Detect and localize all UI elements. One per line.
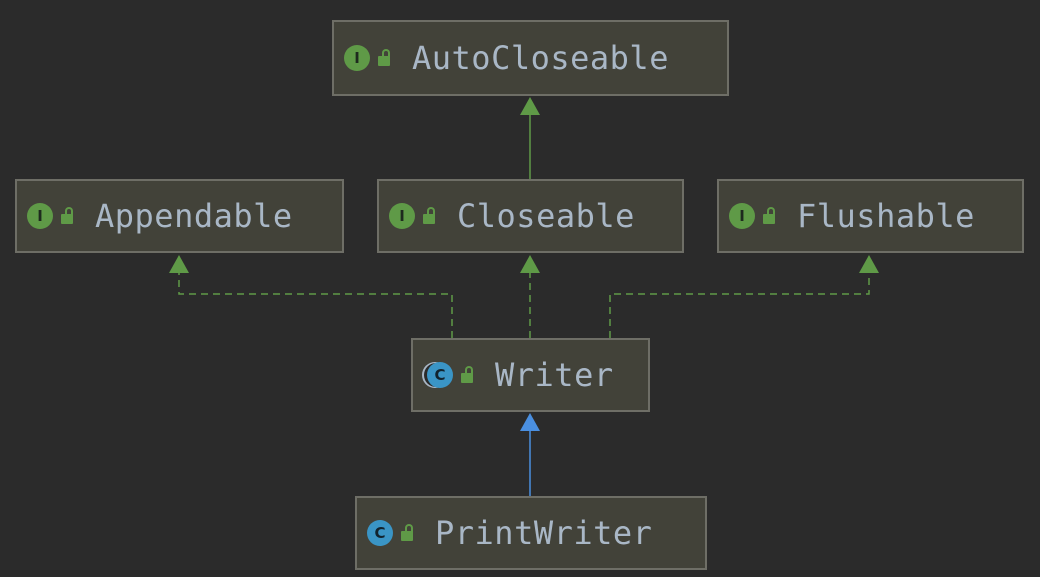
- edge-writer-implements-flushable: [609, 255, 879, 338]
- node-writer[interactable]: C Writer: [411, 338, 650, 412]
- public-lock-icon: [378, 49, 392, 67]
- abstract-class-icon: C: [427, 362, 453, 388]
- edge-writer-implements-appendable: [169, 255, 453, 338]
- public-lock-icon: [763, 207, 777, 225]
- public-lock-icon: [423, 207, 437, 225]
- node-label: Appendable: [95, 197, 293, 235]
- node-autocloseable[interactable]: I AutoCloseable: [332, 20, 729, 96]
- node-label: Flushable: [797, 197, 975, 235]
- edge-writer-implements-closeable: [520, 255, 540, 338]
- node-flushable[interactable]: I Flushable: [717, 179, 1024, 253]
- node-label: AutoCloseable: [412, 39, 669, 77]
- interface-icon: I: [344, 45, 370, 71]
- class-icon: C: [367, 520, 393, 546]
- public-lock-icon: [461, 366, 475, 384]
- edge-closeable-extends-autocloseable: [520, 97, 540, 179]
- node-printwriter[interactable]: C PrintWriter: [355, 496, 707, 570]
- interface-icon: I: [389, 203, 415, 229]
- public-lock-icon: [61, 207, 75, 225]
- public-lock-icon: [401, 524, 415, 542]
- interface-icon: I: [729, 203, 755, 229]
- node-label: Closeable: [457, 197, 635, 235]
- node-closeable[interactable]: I Closeable: [377, 179, 684, 253]
- edge-printwriter-extends-writer: [520, 413, 540, 496]
- node-label: PrintWriter: [435, 514, 653, 552]
- node-label: Writer: [495, 356, 614, 394]
- node-appendable[interactable]: I Appendable: [15, 179, 344, 253]
- interface-icon: I: [27, 203, 53, 229]
